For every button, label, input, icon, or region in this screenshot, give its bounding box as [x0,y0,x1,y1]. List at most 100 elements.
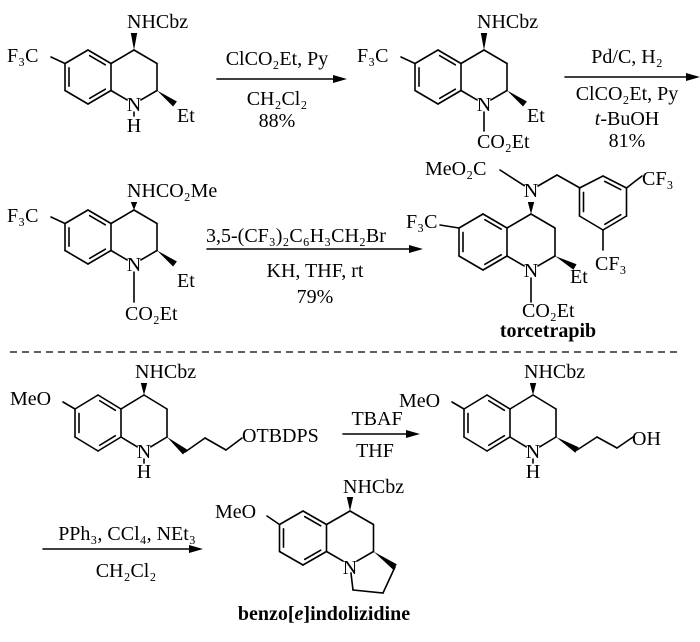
meo2c-label: MeO₂C [425,158,486,180]
bond [350,572,354,591]
arrowhead-icon [189,545,203,553]
n-label: N [343,557,357,579]
bond [87,49,112,65]
bond [414,49,439,65]
bond [266,515,281,526]
wedge-bond [167,437,188,455]
cf3-core-label: F₃C [406,211,437,233]
bond [140,249,158,261]
bond [184,437,206,453]
double-bond-inner [604,213,622,226]
bond [352,589,384,594]
meo-label: MeO [10,388,51,410]
n-label: N [524,260,538,282]
bond [616,436,634,449]
wedge-bond [529,383,537,395]
wedge-bond [157,250,177,267]
bond [87,209,112,225]
reaction-arrow-3: 3,5-(CF₃)₂C₆H₃CH₂Br KH, THF, rt 79% [206,225,386,308]
bond [133,209,158,225]
bond [576,436,598,451]
bond [460,89,478,101]
wedge-bond [527,202,535,214]
bond [302,510,328,526]
double-bond-inner [88,248,107,260]
bond [325,510,351,526]
wedge-bond [140,383,148,395]
bond [439,224,460,229]
bond [140,89,158,101]
double-bond-inner [88,214,107,226]
bond [509,436,527,448]
bond [110,249,128,261]
bond [451,401,465,410]
bond [532,394,557,410]
bond [463,436,488,452]
double-bond-inner [487,399,506,412]
bond [143,394,168,410]
bond [578,175,604,189]
bond [110,49,135,65]
reagent-label: Pd/C, H₂ [591,46,662,68]
bond [486,436,511,452]
oh-label: OH [632,428,661,450]
bond-skeletons [42,33,700,594]
double-bond-inner [88,88,107,100]
reagent-label-2: ClCO₂Et, Py [576,83,679,105]
nhcbz-label: NHCbz [524,361,585,383]
nhcbz-label: NHCbz [135,361,196,383]
nhco2me-label: NHCO₂Me [127,180,217,202]
h-label: H [127,115,141,137]
bond [133,49,158,65]
et-label: Et [177,105,195,127]
cf3-label: F₃C [7,45,38,67]
bond [50,56,66,65]
bond [537,174,558,187]
bond [110,209,135,225]
bond [64,209,89,225]
double-bond-inner [303,549,322,561]
wedge-bond [556,437,579,453]
h-label: H [526,461,540,483]
bond [506,255,525,267]
double-bond-inner [487,434,506,447]
co2et-label: CO₂Et [125,303,178,325]
double-bond-inner [438,54,457,66]
bond [64,49,89,65]
bond [460,49,485,65]
bond [483,49,508,65]
compound-name: torcetrapib [500,320,596,342]
bond [356,550,375,562]
n-label: N [127,254,141,276]
meo-label: MeO [215,501,256,523]
double-bond-inner [303,515,322,527]
reaction-arrow-5: PPh₃, CCl₄, NEt₃ CH₂Cl₂ [58,523,196,582]
compound-name: benzo[e]indolizidine [238,603,410,625]
bond [602,175,628,189]
reagent-label: 3,5-(CF₃)₂C₆H₃CH₂Br [206,225,386,247]
bond [537,255,556,267]
bond [499,169,526,187]
bond [120,436,138,448]
n-label: N [137,441,151,463]
bond [437,49,462,65]
nhcbz-label: NHCbz [477,11,538,33]
et-label: Et [570,266,588,288]
wedge-bond [130,202,138,210]
bond [74,436,99,452]
intermediate-1: F₃C NHCbz N Et CO₂Et [357,11,545,153]
reagent-label: ClCO₂Et, Py [226,48,329,70]
bond [509,394,534,410]
benzoindolizidine-structure: MeO NHCbz N benzo[e]indolizidine [215,476,410,625]
reaction-arrow-1: ClCO₂Et, Py CH₂Cl₂ 88% [226,48,329,132]
bond [204,437,227,451]
arrowhead-icon [333,75,347,83]
n-label: N [477,94,491,116]
bond [150,436,168,448]
double-bond-inner [484,218,502,231]
double-bond-inner [98,434,117,447]
bond [87,89,112,105]
bond [62,401,76,410]
bond [50,216,66,225]
